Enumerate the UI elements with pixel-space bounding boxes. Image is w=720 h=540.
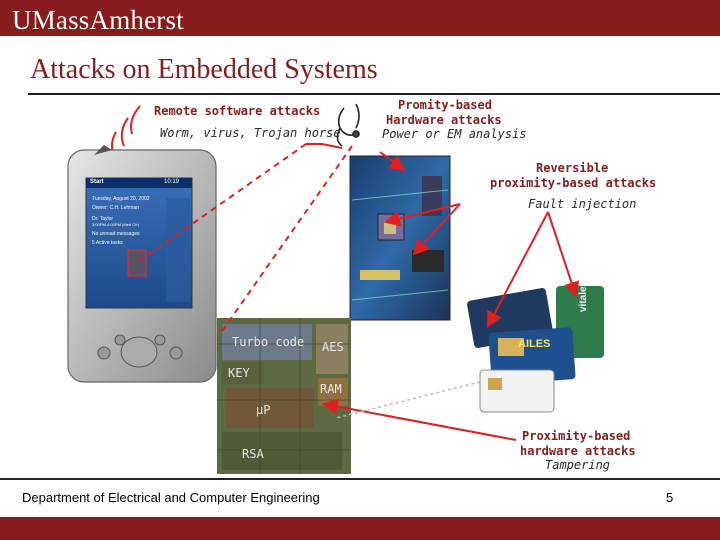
stethoscope-icon <box>336 103 360 147</box>
umass-logo: UMassAmherst <box>12 5 184 35</box>
attack-arrows <box>137 143 580 441</box>
chip-label-rsa: RSA <box>242 447 264 461</box>
proximity-hw-title-line1: Promity-based <box>398 98 492 112</box>
tamper-title-line1: Proximity-based <box>522 429 631 443</box>
slide-title: Attacks on Embedded Systems <box>30 54 378 85</box>
chip-label-key: KEY <box>228 366 250 380</box>
tamper-title-line2: hardware attacks <box>520 444 636 458</box>
pda-start-label: Start <box>90 179 104 185</box>
smart-cards-image <box>467 286 604 413</box>
remote-pointer-line <box>306 143 343 149</box>
proximity-hw-title-line2: Hardware attacks <box>386 113 502 127</box>
pda-tasks: 5 Active tasks <box>92 240 123 246</box>
remote-attacks-subtitle: Worm, virus, Trojan horse <box>160 126 341 140</box>
page-number: 5 <box>666 490 674 505</box>
chip-die-image <box>217 318 351 474</box>
card-label-vitale: vitale <box>578 286 589 312</box>
chip-label-turbo-code: Turbo code <box>232 335 305 349</box>
proximity-hw-subtitle: Power or EM analysis <box>382 127 527 141</box>
header-bar <box>0 0 720 36</box>
pda-date: Tuesday, August 20, 2002 <box>92 196 150 202</box>
footer-bar <box>0 517 720 540</box>
circuit-board-image <box>349 155 451 321</box>
chip-label-microprocessor: μP <box>256 403 271 417</box>
reversible-title-line1: Reversible <box>536 161 609 175</box>
title-divider <box>28 93 720 95</box>
footer-divider <box>0 478 720 480</box>
reversible-title-line2: proximity-based attacks <box>490 176 657 190</box>
card-label-ailes: AILES <box>518 338 551 350</box>
department-name: Department of Electrical and Computer En… <box>22 490 320 505</box>
pda-owner: Owner: C.H. Lehman <box>92 205 139 211</box>
pda-contact: Dr. Taylor <box>92 216 114 222</box>
pda-contact-time: 3:00PM-4:00PM (Med Ctr) <box>92 222 139 227</box>
reversible-subtitle: Fault injection <box>528 197 637 211</box>
pda-messages: No unread messages <box>92 231 140 237</box>
tamper-subtitle: Tampering <box>545 458 611 472</box>
pda-device <box>67 145 217 383</box>
chip-label-aes: AES <box>322 340 344 354</box>
remote-attacks-title: Remote software attacks <box>154 104 321 118</box>
chip-label-ram: RAM <box>320 382 342 396</box>
pda-time: 10:19 <box>164 179 180 185</box>
